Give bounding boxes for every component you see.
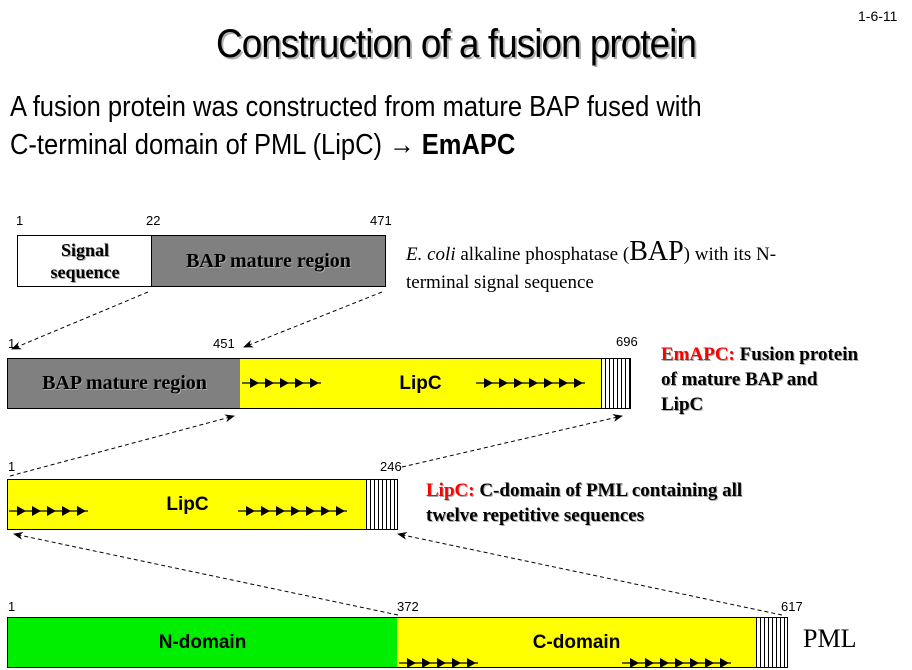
pml-c-domain: C-domain xyxy=(397,617,757,668)
bap-pos-signal-end: 22 xyxy=(146,213,161,228)
lipc-note-line2: twelve repetitive sequences xyxy=(426,505,645,526)
page-title: Construction of a fusion protein xyxy=(216,22,697,66)
lipc-note-term: LipC: xyxy=(426,480,475,501)
emapc-bap-region: BAP mature region xyxy=(7,358,242,409)
emapc-pos-junction: 451 xyxy=(213,336,235,351)
emapc-note-term: EmAPC: xyxy=(661,344,735,365)
bap-mature-region: BAP mature region xyxy=(151,235,386,287)
emapc-note: EmAPC: Fusion protein of mature BAP and … xyxy=(661,342,858,417)
signal-label-line1: Signal xyxy=(60,240,110,260)
emapc-pos-start: 1 xyxy=(8,336,16,351)
emapc-bap-label: BAP mature region xyxy=(42,372,207,394)
map-line-bap-22-to-emapc-1 xyxy=(11,291,149,350)
map-line-bap-471-to-emapc-451 xyxy=(243,291,383,348)
subtitle-emapc: EmAPC xyxy=(421,129,516,161)
subtitle-line2: C-terminal domain of PML (LipC) → EmAPC xyxy=(10,126,702,164)
bap-desc-abbrev: BAP xyxy=(629,236,684,267)
map-line-pml-372-to-lipc-1 xyxy=(13,531,399,616)
pml-pos-end: 617 xyxy=(781,599,803,614)
lipc-note-text1: C-domain of PML containing all xyxy=(474,480,743,501)
subtitle-line1: A fusion protein was constructed from ma… xyxy=(10,91,702,123)
bap-pos-start: 1 xyxy=(16,213,24,228)
bap-desc-species: E. coli xyxy=(406,244,456,265)
map-line-lipc-1-to-emapc-451 xyxy=(9,414,235,477)
emapc-note-text1: Fusion protein xyxy=(734,344,859,365)
pml-n-domain: N-domain xyxy=(7,617,398,668)
lipc-label: LipC xyxy=(166,493,209,515)
pml-c-label: C-domain xyxy=(532,631,621,653)
emapc-pos-end: 696 xyxy=(616,334,638,349)
slide-number: 1-6-11 xyxy=(858,8,898,24)
emapc-note-line2: of mature BAP and xyxy=(661,369,818,390)
pml-hatched-segment xyxy=(756,617,788,668)
subtitle-line2-text: C-terminal domain of PML (LipC) xyxy=(10,129,390,161)
bap-desc-line1: E. coli alkaline phosphatase (BAP) with … xyxy=(406,238,776,269)
bap-desc-text2: ) with its N- xyxy=(683,244,777,265)
pml-n-label: N-domain xyxy=(158,631,247,653)
emapc-lipc-label: LipC xyxy=(399,372,442,394)
lipc-region: LipC xyxy=(7,479,368,530)
pml-pos-start: 1 xyxy=(8,599,16,614)
lipc-note-line1: LipC: C-domain of PML containing all xyxy=(426,478,742,503)
bap-mature-label: BAP mature region xyxy=(186,249,351,272)
right-arrow-icon: → xyxy=(389,129,415,161)
emapc-lipc-region: LipC xyxy=(240,358,602,409)
lipc-note: LipC: C-domain of PML containing all twe… xyxy=(426,478,742,528)
map-line-pml-617-to-lipc-246 xyxy=(397,531,783,616)
emapc-note-line3: LipC xyxy=(661,394,704,415)
bap-description: E. coli alkaline phosphatase (BAP) with … xyxy=(406,238,776,297)
pml-pos-junction: 372 xyxy=(397,599,419,614)
lipc-pos-end: 246 xyxy=(380,459,402,474)
emapc-hatched-segment xyxy=(601,358,631,409)
emapc-note-line1: EmAPC: Fusion protein xyxy=(661,342,858,367)
lipc-pos-start: 1 xyxy=(8,459,16,474)
bap-signal-sequence: Signal sequence xyxy=(17,235,153,287)
bap-desc-text1: alkaline phosphatase ( xyxy=(455,244,630,265)
bap-desc-line2: terminal signal sequence xyxy=(406,272,594,293)
subtitle: A fusion protein was constructed from ma… xyxy=(10,88,702,164)
bap-pos-end: 471 xyxy=(370,213,392,228)
lipc-hatched-segment xyxy=(366,479,398,530)
pml-name: PML xyxy=(803,624,857,653)
signal-label-line2: sequence xyxy=(50,262,120,282)
map-line-lipc-246-to-emapc-696 xyxy=(401,414,623,468)
